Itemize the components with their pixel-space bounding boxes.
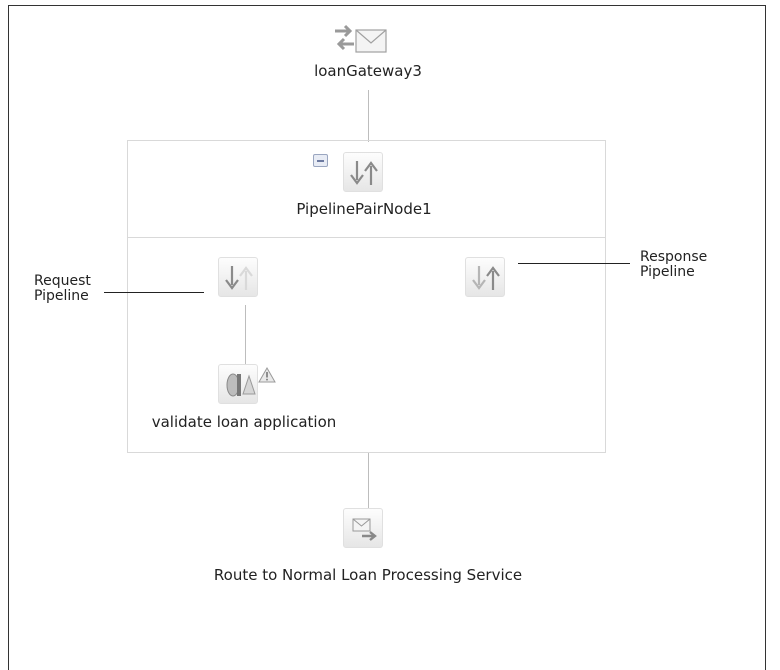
proxy-service-node[interactable] (330, 22, 406, 62)
request-callout-line1: Request (34, 273, 91, 289)
pipeline-pair-label: PipelinePairNode1 (296, 200, 432, 218)
proxy-envelope-icon[interactable] (332, 22, 392, 58)
request-pipeline-icon[interactable] (218, 257, 258, 297)
warning-icon (258, 366, 276, 383)
response-callout-line2: Pipeline (640, 264, 695, 280)
stage-icon[interactable] (218, 364, 258, 404)
connector-request-to-stage (245, 305, 246, 365)
collapse-button[interactable] (313, 154, 328, 167)
pipeline-pair-header-panel (127, 140, 606, 238)
response-pipeline-icon[interactable] (465, 257, 505, 297)
pipeline-pair-body-panel (127, 236, 606, 453)
stage-label: validate loan application (151, 413, 337, 431)
response-pipeline-callout: Response Pipeline (640, 250, 707, 280)
request-callout-line2: Pipeline (34, 288, 89, 304)
response-callout-line1: Response (640, 249, 708, 265)
request-pipeline-callout: Request Pipeline (34, 274, 91, 304)
connector-pair-to-route (368, 452, 369, 510)
response-callout-line (518, 263, 630, 264)
pipeline-pair-icon[interactable] (343, 152, 383, 192)
route-icon[interactable] (343, 508, 383, 548)
route-label: Route to Normal Loan Processing Service (213, 566, 523, 584)
proxy-service-label: loanGateway3 (314, 62, 422, 80)
connector-proxy-to-pair (368, 90, 369, 142)
request-callout-line (104, 292, 204, 293)
diagram-frame (8, 5, 766, 670)
